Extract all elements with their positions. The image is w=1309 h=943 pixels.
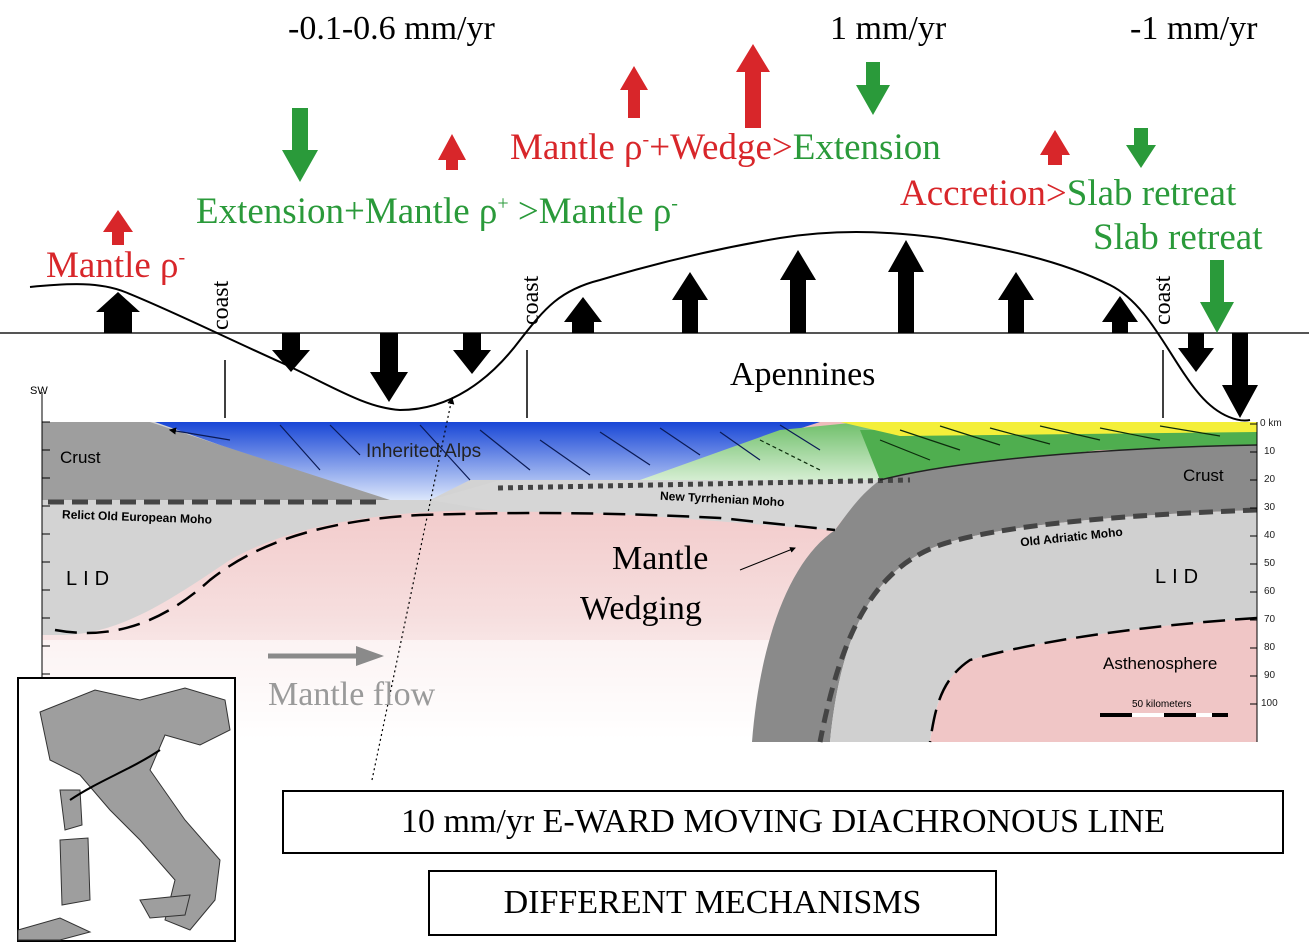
- label-slab-retreat: Slab retreat: [1093, 217, 1263, 258]
- scale-bar-label: 50 kilometers: [1132, 699, 1192, 710]
- lid-left-label: LID: [66, 568, 116, 590]
- sw-label: SW: [30, 385, 48, 397]
- depth-70: 70: [1264, 614, 1276, 625]
- depth-0: 0 km: [1260, 418, 1282, 429]
- asthenosphere-label: Asthenosphere: [1103, 654, 1218, 673]
- rate-right: -1 mm/yr: [1130, 10, 1258, 47]
- lithosphere-base-left: [54, 511, 836, 635]
- black-up-arrows: [96, 240, 1138, 333]
- topography-curve: [29, 231, 1251, 422]
- coast-label-2: coast: [518, 275, 544, 325]
- label-mantle-wedge-extension: Mantle ρ-+Wedge>Extension: [510, 127, 941, 168]
- crust-left-label: Crust: [60, 448, 101, 467]
- old-adriatic-moho: [817, 507, 1258, 743]
- scale-bar: [1100, 713, 1228, 717]
- crust-right-label: Crust: [1183, 466, 1224, 485]
- label-accretion-slab-retreat: Accretion>Slab retreat: [900, 173, 1237, 214]
- diachronous-line-box: 10 mm/yr E-WARD MOVING DIACHRONOUS LINE: [282, 790, 1284, 854]
- depth-20: 20: [1264, 474, 1276, 485]
- inset-map: [17, 677, 236, 942]
- depth-50: 50: [1264, 558, 1276, 569]
- depth-30: 30: [1264, 502, 1276, 513]
- depth-40: 40: [1264, 530, 1276, 541]
- new-tyrrhenian-moho: [497, 477, 911, 491]
- mantle-flow-label: Mantle flow: [268, 676, 436, 713]
- coast-label-3: coast: [1150, 275, 1176, 325]
- label-extension-mantle: Extension+Mantle ρ+ >Mantle ρ-: [196, 191, 678, 232]
- green-down-arrows: [282, 62, 1234, 333]
- apennines-label: Apennines: [730, 356, 876, 393]
- lid-right-label: LID: [1155, 566, 1205, 588]
- depth-60: 60: [1264, 586, 1276, 597]
- different-mechanisms-box: DIFFERENT MECHANISMS: [428, 870, 997, 936]
- red-up-arrows: [103, 44, 1070, 245]
- inherited-alps-label: Inherited Alps: [366, 441, 482, 462]
- coast-label-1: coast: [208, 280, 234, 330]
- mantle-wedging-label-1: Mantle: [612, 540, 709, 577]
- asthenosphere-top: [928, 616, 1258, 743]
- rate-center: 1 mm/yr: [830, 10, 947, 47]
- black-down-arrows: [272, 333, 1258, 418]
- mantle-wedging-label-2: Wedging: [580, 590, 702, 627]
- depth-80: 80: [1264, 642, 1276, 653]
- label-mantle-rho-minus: Mantle ρ-: [46, 245, 186, 286]
- depth-100: 100: [1261, 698, 1278, 709]
- mantle-flow-arrow: [268, 646, 384, 666]
- depth-10: 10: [1264, 446, 1276, 457]
- rate-left: -0.1-0.6 mm/yr: [288, 10, 495, 47]
- depth-90: 90: [1264, 670, 1276, 681]
